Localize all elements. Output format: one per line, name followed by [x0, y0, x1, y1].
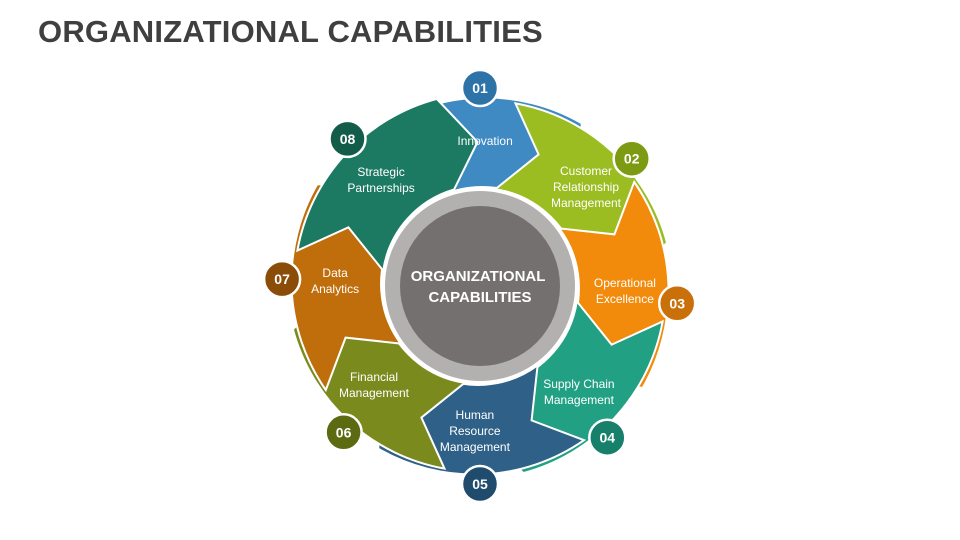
center-circle	[400, 206, 560, 366]
badges-layer: 01 02 03 04 05 06 07 08	[262, 68, 697, 504]
badge-06: 06	[324, 413, 363, 452]
badge-02: 02	[612, 139, 651, 178]
segment-label-line: Relationship	[553, 180, 619, 194]
segment-label-line: Financial	[350, 370, 398, 384]
badge-04: 04	[588, 418, 627, 457]
badge-number: 04	[600, 430, 616, 446]
badge-circle	[588, 418, 627, 457]
badge-number: 03	[669, 295, 685, 311]
center-title-line-1: ORGANIZATIONAL	[411, 268, 546, 285]
badge-number: 02	[624, 151, 640, 167]
segments-layer	[290, 96, 670, 476]
segment-label-line: Analytics	[311, 282, 359, 296]
segment-label-line: Management	[551, 196, 622, 210]
segment-label-line: Innovation	[457, 134, 512, 148]
center-title-line-2: CAPABILITIES	[428, 289, 531, 306]
badge-01: 01	[460, 68, 500, 108]
badge-03: 03	[657, 284, 697, 323]
center-title: ORGANIZATIONAL CAPABILITIES	[411, 268, 550, 306]
badge-08: 08	[328, 119, 367, 159]
segment-label-line: Customer	[560, 164, 612, 178]
segment-08	[296, 97, 479, 274]
segment-label-line: Operational	[594, 276, 656, 290]
badge-circle	[262, 259, 302, 299]
badge-circle	[324, 413, 363, 452]
badge-number: 07	[274, 271, 290, 287]
center-hub: ORGANIZATIONAL CAPABILITIES	[385, 191, 575, 381]
segment-label-line: Strategic	[357, 165, 404, 179]
segment-label-line: Management	[544, 393, 615, 407]
segment-label-01: Innovation	[457, 134, 512, 148]
badge-number: 06	[336, 424, 352, 440]
badge-circle	[328, 119, 367, 159]
badge-07: 07	[262, 259, 302, 299]
badge-circle	[657, 284, 697, 323]
badge-circle	[612, 139, 651, 178]
segment-label-line: Excellence	[596, 292, 654, 306]
badge-circle	[460, 464, 500, 504]
badge-05: 05	[460, 464, 500, 504]
segment-label-line: Data	[322, 266, 348, 280]
segment-label-line: Supply Chain	[543, 377, 614, 391]
badge-circle	[460, 68, 500, 108]
segment-label-line: Management	[440, 440, 511, 454]
segment-label-line: Partnerships	[347, 181, 414, 195]
badge-number: 01	[472, 80, 488, 96]
page-title: ORGANIZATIONAL CAPABILITIES	[38, 14, 543, 49]
badge-number: 08	[340, 131, 356, 147]
segment-label-line: Resource	[449, 424, 501, 438]
badge-number: 05	[472, 476, 488, 492]
segment-label-line: Human	[456, 408, 495, 422]
segment-label-line: Management	[339, 386, 410, 400]
